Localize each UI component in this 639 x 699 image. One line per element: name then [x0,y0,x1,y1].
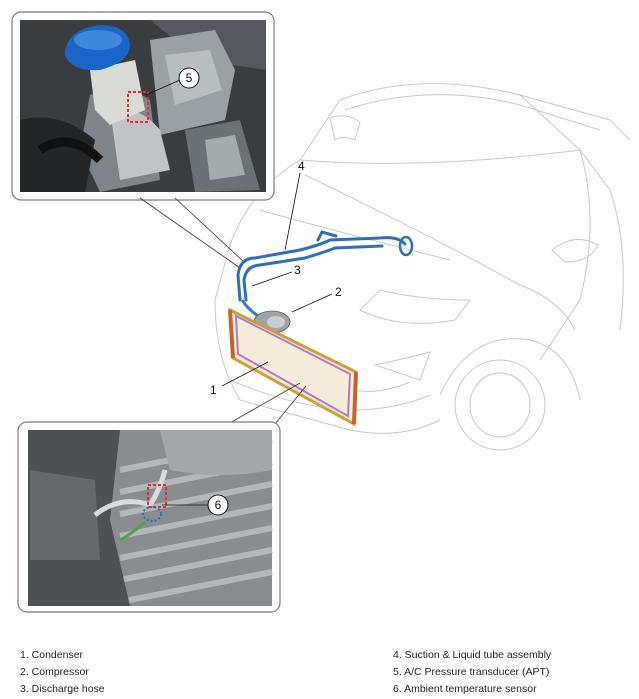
legend-item: 4. Suction & Liquid tube assembly [393,649,552,661]
legend-right: 4. Suction & Liquid tube assembly 5. A/C… [393,647,551,698]
inset-leader-line [274,385,307,425]
callout-6-marker [207,494,229,516]
inset-leader-line [227,382,301,425]
car-body-outline [214,83,631,451]
legend-item: 5. A/C Pressure transducer (APT) [393,666,550,678]
bottom-inset-photo: 6 [17,421,281,613]
callout-6-label: 6 [215,498,222,512]
top-inset-photo: 5 [11,11,275,201]
legend-item: 1. Condenser [20,649,84,661]
callout-4-label: 4 [298,159,305,173]
legend-item: 3. Discharge hose [20,683,105,695]
callout-5-label: 5 [186,71,193,85]
callout-3-label: 3 [294,263,301,277]
callout-2-label: 2 [335,285,342,299]
apt-sensor-highlight [127,91,149,123]
legend-item: 2. Compressor [20,666,89,678]
inset-leader-line [174,197,245,263]
condenser [228,307,358,427]
callout-1-label: 1 [210,383,217,397]
legend-left: 1. Condenser 2. Compressor 3. Discharge … [20,647,105,698]
callout-5-marker [178,67,200,89]
inset-leader-line [139,197,241,269]
legend-item: 6. Ambient temperature sensor [393,683,537,695]
ac-system-diagram: 5 4 3 2 1 [11,11,631,613]
suction-liquid-tube [236,230,414,302]
